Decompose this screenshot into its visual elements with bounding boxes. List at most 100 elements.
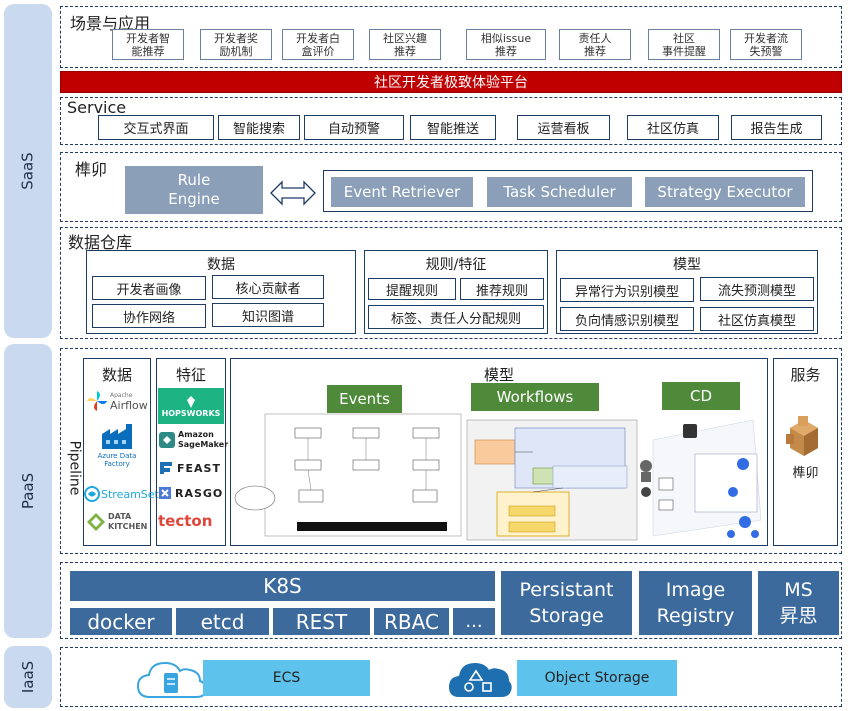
ms-line1: MS	[784, 579, 813, 601]
scenario-card-line1: 相似issue	[480, 31, 532, 45]
etcd-box: etcd	[176, 608, 269, 635]
model-item-simulation: 社区仿真模型	[700, 307, 814, 331]
docker-box: docker	[70, 608, 172, 635]
scenario-card-line1: 开发者白	[296, 31, 340, 45]
scenario-card-line2: 能推荐	[131, 44, 165, 58]
image-line1: Image	[665, 579, 726, 601]
scenario-card-line2: 事件提醒	[662, 44, 706, 58]
model-item-churn: 流失预测模型	[700, 277, 814, 301]
workflows-tag: Workflows	[471, 383, 599, 411]
ms-line2: 昇思	[779, 605, 818, 627]
hopsworks-text: HOPSWORKS	[161, 408, 221, 418]
rbac-box: RBAC	[374, 608, 449, 635]
engine-component: Strategy Executor	[645, 177, 805, 207]
sagemaker-text: Amazon SageMaker	[178, 430, 229, 449]
scenario-card-line2: 推荐	[394, 44, 416, 58]
scenario-section	[60, 6, 842, 68]
airflow-small-text: Apache	[110, 392, 133, 399]
streamsets-text: StreamSets	[101, 487, 165, 501]
pipeline-label-text: Pipeline	[66, 440, 83, 496]
engine-title: 榫卯	[75, 160, 108, 179]
scenario-card: 社区兴趣推荐	[369, 29, 441, 60]
airflow-logo: Apache Airflow	[86, 390, 148, 412]
object-storage-box: Object Storage	[517, 660, 677, 696]
model-item-sentiment: 负向情感识别模型	[560, 307, 694, 331]
image-registry-box: Image Registry	[639, 571, 752, 635]
scenario-card-line1: 开发者奖	[214, 31, 258, 45]
scenario-card-line1: 开发者智	[126, 31, 170, 45]
airflow-text: Airflow	[110, 399, 148, 412]
iaas-section	[60, 647, 842, 707]
datakitchen-text: DATA KITCHEN	[108, 512, 148, 531]
engine-component: Event Retriever	[331, 177, 473, 207]
model-item-anomaly: 异常行为识别模型	[560, 278, 694, 302]
ms-box: MS 昇思	[758, 571, 839, 635]
sagemaker-logo: Amazon SageMaker	[158, 430, 229, 450]
engine-section	[60, 152, 842, 222]
airflow-icon	[87, 391, 107, 411]
pipeline-service-column	[773, 358, 838, 546]
data-item-developer-profile: 开发者画像	[92, 276, 206, 300]
persistent-storage-box: Persistant Storage	[501, 571, 632, 635]
data-item-collab-network: 协作网络	[92, 304, 206, 328]
service-section	[60, 97, 842, 145]
scenario-card: 责任人推荐	[559, 29, 631, 60]
scenario-card-line1: 责任人	[578, 31, 612, 45]
service-item: 运营看板	[517, 115, 610, 140]
scenario-card: 开发者奖励机制	[200, 29, 272, 60]
scenario-card-line1: 开发者流	[744, 31, 788, 45]
paas-layer-label: PaaS	[4, 344, 52, 638]
service-item: 社区仿真	[627, 115, 719, 140]
rule-engine-box: Rule Engine	[125, 166, 263, 214]
warehouse-data-title: 数据	[207, 257, 235, 273]
service-item: 交互式界面	[98, 115, 214, 140]
azure-factory-icon	[102, 424, 132, 449]
warehouse-section	[60, 227, 842, 339]
rule-item-reminder: 提醒规则	[368, 278, 456, 300]
paas-label-text: PaaS	[19, 472, 37, 510]
scenario-card: 社区事件提醒	[648, 29, 720, 60]
pipeline-model-title: 模型	[483, 366, 514, 384]
pipeline-section	[60, 348, 842, 554]
platform-banner: 社区开发者极致体验平台	[60, 71, 842, 93]
double-arrow-icon	[270, 180, 316, 206]
warehouse-models-group	[556, 250, 818, 334]
warehouse-models-title: 模型	[673, 257, 701, 273]
streamsets-icon	[84, 486, 100, 502]
feast-text: FEAST	[177, 461, 221, 475]
warehouse-data-group	[86, 250, 356, 334]
warehouse-title: 数据仓库	[68, 233, 133, 252]
pipeline-model-panel	[230, 358, 768, 546]
ecs-box: ECS	[203, 660, 370, 696]
scenario-card: 开发者流失预警	[730, 29, 802, 60]
service-icon-label: 榫卯	[792, 466, 819, 481]
sagemaker-icon	[159, 432, 175, 448]
tecton-logo: tecton	[158, 512, 212, 530]
workflow-diagram-illustration	[234, 413, 762, 541]
rest-box: REST	[273, 608, 370, 635]
datakitchen-icon	[87, 513, 105, 531]
rasgo-logo: RASGO	[158, 486, 223, 500]
mortise-tenon-icon	[786, 416, 818, 456]
k8s-bar: K8S	[70, 571, 495, 601]
feast-icon	[160, 462, 172, 474]
scenario-card-line2: 励机制	[219, 44, 253, 58]
warehouse-rules-group	[364, 250, 548, 334]
scenario-card-line2: 推荐	[584, 44, 606, 58]
rule-item-recommend: 推荐规则	[460, 278, 544, 300]
scenario-card: 开发者智能推荐	[112, 29, 184, 60]
iaas-layer-label: IaaS	[4, 646, 52, 708]
persistent-line2: Storage	[529, 605, 604, 627]
tecton-text: tecton	[158, 512, 213, 530]
rule-engine-line2: Engine	[168, 190, 220, 208]
rasgo-icon	[159, 487, 171, 499]
service-item: 自动预警	[304, 115, 404, 140]
scenario-card-line1: 社区	[673, 31, 695, 45]
service-title: Service	[67, 98, 127, 117]
hopsworks-logo: HOPSWORKS	[158, 388, 224, 424]
data-item-core-contributor: 核心贡献者	[212, 275, 324, 299]
azure-text: Azure Data Factory	[97, 452, 137, 468]
datakitchen-logo: DATA KITCHEN	[86, 512, 150, 532]
iaas-label-text: IaaS	[19, 660, 37, 694]
